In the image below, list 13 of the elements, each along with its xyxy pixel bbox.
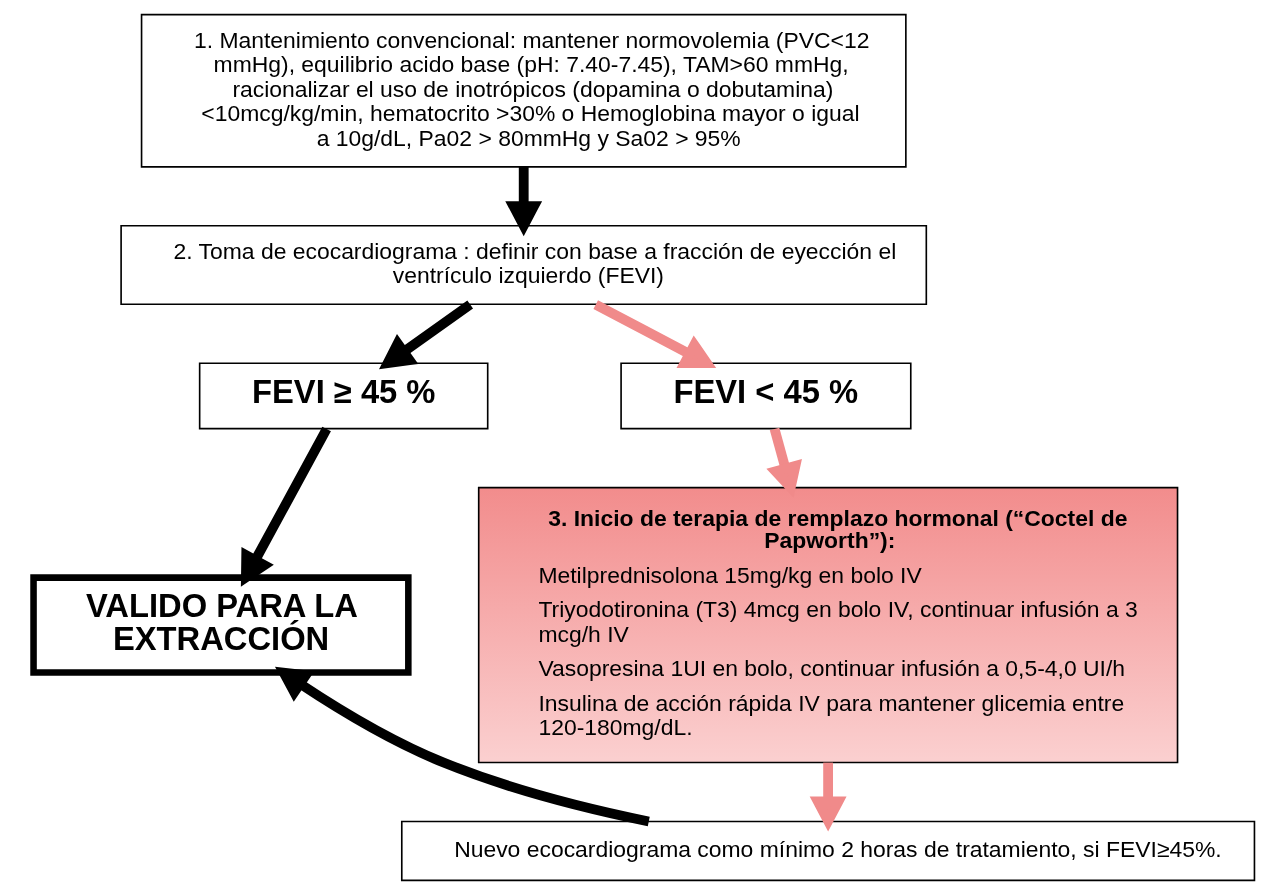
arrow bbox=[274, 666, 650, 827]
node-box: 2. Toma de ecocardiograma : definir con base a fracción de eyección el ventrículo izquierdo (FEVI) bbox=[120, 224, 928, 306]
arrow bbox=[593, 300, 717, 369]
node-box: 1. Mantenimiento convencional: mantener normovolemia (PVC<12 mmHg), equilibrio acido base (pH: 7.40-7.45), TAM>60 mmHg, racionalizar el uso de inotrópicos (dopamina o dobutamina) <10mcg/kg/min, hematocrito >30% o Hemoglobina mayor o igual a 10g/dL, Pa02 > 80mmHg y Sa02 > 95% bbox=[140, 13, 907, 168]
node-box: FEVI < 45 % bbox=[620, 362, 912, 430]
node-box: 3. Inicio de terapia de remplazo hormonal (“Coctel de Papworth”): Metilprednisolona 15mg/kg en bolo IV Triyodotironina (T3) 4mcg en bolo IV, continuar infusión a 3 mcg/h IV Vasopresina 1UI en bolo, continuar infusión a 0,5-4,0 UI/h Insulina de acción rápida IV para mantener glicemia entre 120-180mg/dL. bbox=[477, 486, 1179, 764]
node-box: Nuevo ecocardiograma como mínimo 2 horas de tratamiento, si FEVI≥45%. bbox=[400, 820, 1256, 882]
node-box: VALIDO PARA LA EXTRACCIÓN bbox=[30, 574, 412, 676]
arrow bbox=[379, 300, 473, 370]
arrow bbox=[505, 166, 543, 237]
arrow bbox=[809, 762, 847, 832]
arrow bbox=[240, 426, 331, 587]
node-box: FEVI ≥ 45 % bbox=[198, 362, 489, 430]
